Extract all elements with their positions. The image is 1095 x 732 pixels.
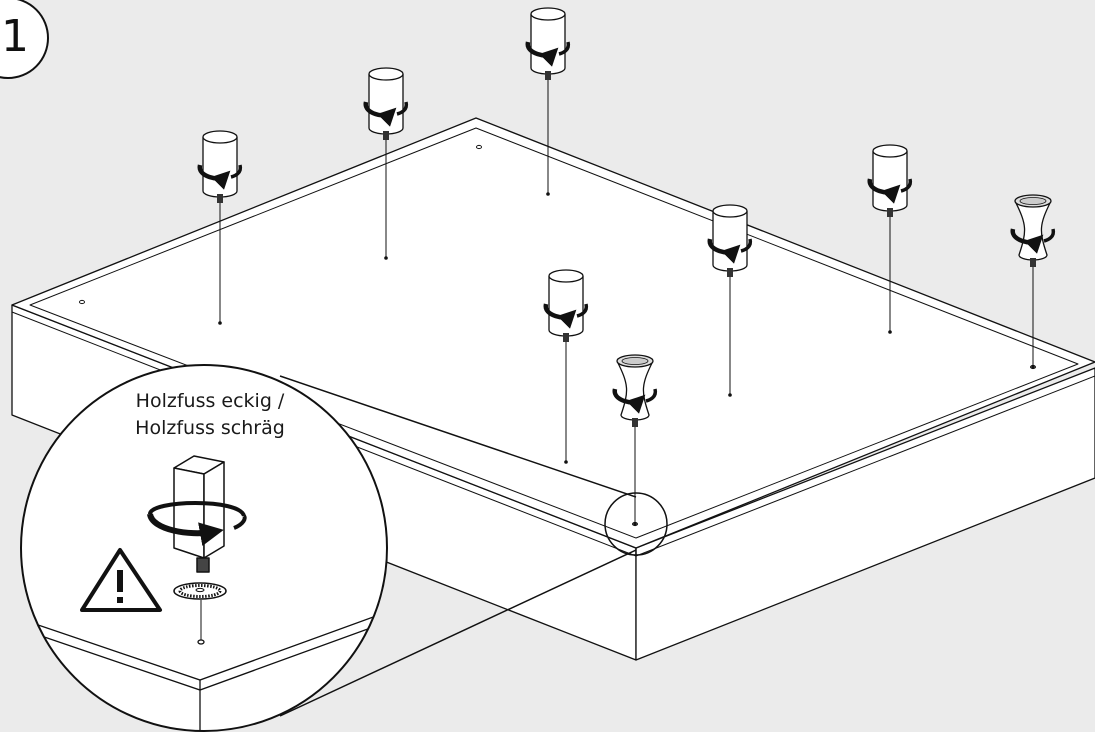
rotate-arrow-icon <box>363 101 409 127</box>
foot-1 <box>525 7 571 196</box>
rotate-arrow-icon <box>525 41 571 67</box>
foot-5 <box>707 204 753 397</box>
callout-magnifier <box>20 364 388 732</box>
rotate-arrow-icon <box>707 238 753 264</box>
feet-group <box>197 7 1056 526</box>
callout-label: Holzfuss eckig / Holzfuss schräg <box>80 388 340 442</box>
wooden-foot-icon <box>147 455 247 573</box>
warning-icon <box>80 548 162 612</box>
rotate-arrow-icon <box>867 178 913 204</box>
step-badge <box>0 0 49 79</box>
callout-label-line1: Holzfuss eckig / <box>135 390 285 412</box>
rotate-arrow-icon <box>197 164 243 190</box>
bed-top-frame <box>29 127 1079 539</box>
foot-7 <box>1010 194 1056 369</box>
bed-side-right <box>635 367 1095 661</box>
callout-label-line2: Holzfuss schräg <box>135 417 285 439</box>
step-number: 1 <box>1 11 29 62</box>
foot-4 <box>867 144 913 334</box>
foot-6 <box>543 269 589 464</box>
rotate-arrow-icon <box>1010 228 1056 254</box>
callout-connector <box>279 375 668 717</box>
washer-icon <box>173 582 227 600</box>
foot-8 <box>612 354 658 526</box>
foot-3 <box>197 130 243 325</box>
foot-2 <box>363 67 409 260</box>
rotate-arrow-icon <box>612 388 658 414</box>
rotate-arrow-icon <box>543 303 589 329</box>
